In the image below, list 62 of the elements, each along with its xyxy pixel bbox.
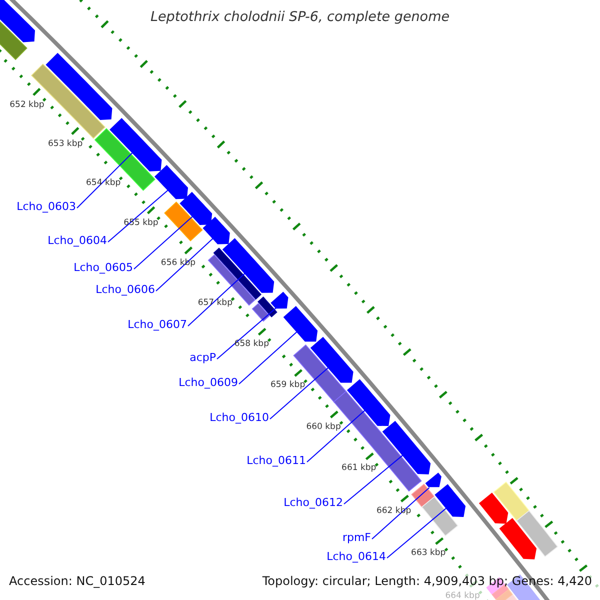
gene-feature (222, 238, 274, 293)
gene-feature (31, 64, 106, 139)
gene-feature (516, 510, 558, 558)
gene-feature (154, 165, 188, 200)
gene-feature (283, 306, 318, 342)
tick-label: 657 kbp (198, 297, 232, 310)
gene-feature (421, 496, 458, 536)
tick-label: 653 kbp (48, 138, 83, 151)
leader-line (108, 190, 168, 242)
gene-feature (46, 52, 112, 120)
leader-line (270, 367, 329, 420)
tick-label: 654 kbp (86, 177, 121, 190)
tick-label: 660 kbp (306, 420, 341, 434)
tick-label: 659 kbp (270, 379, 306, 392)
gene-feature (425, 472, 442, 488)
gene-label: Lcho_0603 (16, 200, 76, 214)
gene-label: acpP (190, 351, 216, 365)
gene-feature (164, 202, 203, 242)
tick-label: 663 kbp (411, 546, 446, 560)
genome-title: Leptothrix cholodnii SP-6, complete genome (150, 9, 450, 25)
gene-feature (213, 248, 262, 300)
gene-feature (382, 420, 431, 474)
gene-feature (0, 0, 35, 42)
gene-feature (434, 484, 466, 518)
gene-feature (493, 482, 530, 522)
genome-stats-text: Topology: circular; Length: 4,909,403 bp; Genes: 4,420 (262, 574, 592, 588)
leader-line (386, 508, 447, 558)
gene-feature (180, 192, 212, 225)
leader-line (372, 487, 430, 540)
tick-label: 664 kbp (445, 590, 480, 600)
leader-line (306, 410, 366, 462)
gene-feature (258, 296, 278, 318)
gene-feature (499, 518, 537, 560)
gene-label: Lcho_0611 (246, 454, 306, 468)
gene-label: Lcho_0607 (128, 318, 187, 332)
gene-feature (478, 492, 508, 524)
gene-feature (202, 216, 230, 244)
tick-label: 661 kbp (342, 462, 376, 476)
gene-label: Lcho_0606 (96, 283, 155, 297)
accession-text: Accession: NC_010524 (9, 574, 146, 588)
gene-label: Lcho_0609 (178, 376, 238, 390)
gene-label: Lcho_0612 (284, 496, 343, 510)
gene-label: Lcho_0604 (48, 234, 107, 248)
leader-line (344, 454, 404, 504)
gene-feature (252, 302, 270, 322)
leader-line (156, 238, 214, 292)
gene-feature (110, 118, 162, 172)
leader-line (76, 152, 133, 208)
gene-feature (346, 379, 390, 426)
tick-label: 658 kbp (234, 338, 269, 352)
tick-label: 652 kbp (10, 98, 44, 112)
leader-line (188, 273, 246, 326)
leader-line (134, 216, 193, 270)
gene-feature (270, 292, 288, 309)
gene-label: rpmF (342, 531, 371, 545)
leader-line (216, 308, 276, 360)
gene-feature (310, 336, 354, 383)
gene-label: Lcho_0610 (210, 411, 269, 425)
leader-line (238, 331, 298, 384)
gene-label: Lcho_0614 (326, 550, 386, 564)
gene-feature (495, 588, 519, 600)
gene-label: Lcho_0605 (74, 261, 133, 275)
